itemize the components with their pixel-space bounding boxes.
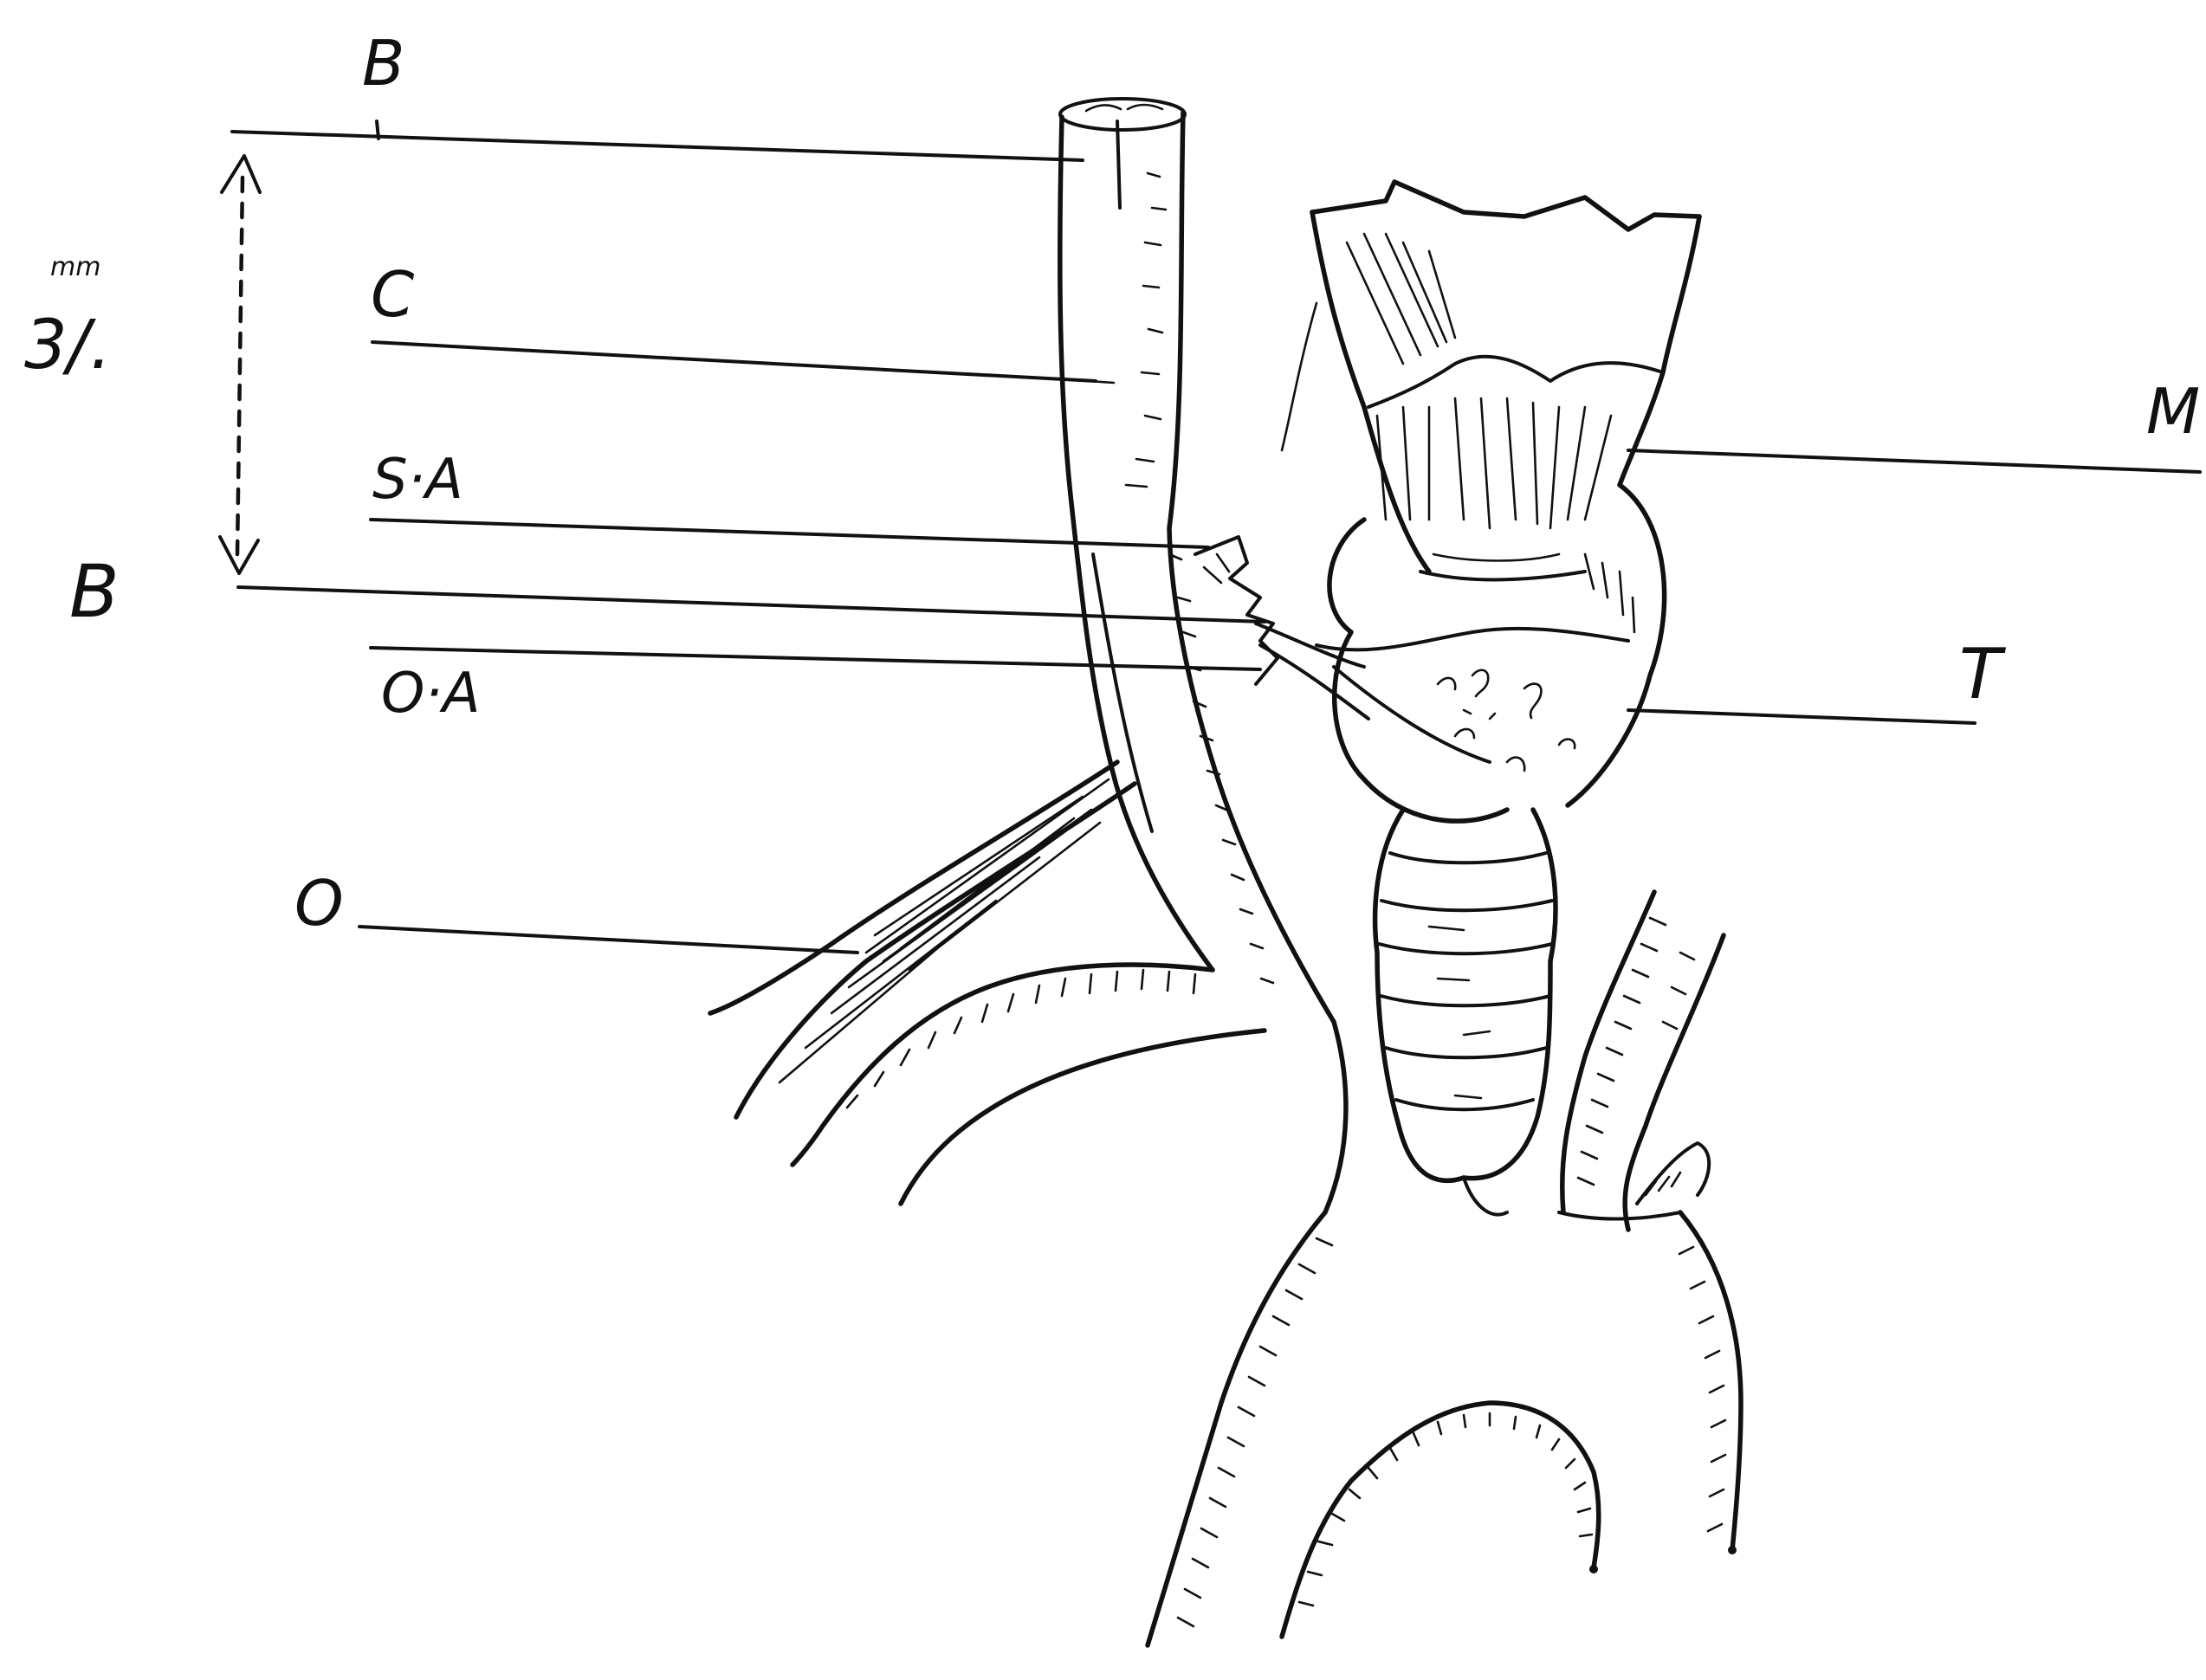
carotid-artery-trunk — [1060, 99, 1334, 1022]
left-curved-vessel — [792, 965, 1265, 1204]
label-b-bottom: B — [69, 549, 120, 634]
leader-line-b-bottom — [238, 587, 1265, 622]
label-b-top: B — [362, 27, 404, 100]
trachea — [1375, 810, 1556, 1180]
aortic-arch — [1148, 1022, 1741, 1645]
label-o: O — [294, 867, 344, 940]
label-t: T — [1959, 634, 2007, 714]
leader-lines — [232, 121, 2200, 953]
larynx-cartilage — [1282, 182, 1699, 579]
label-m: M — [2146, 375, 2200, 448]
label-sa: S·A — [372, 448, 463, 512]
leader-line-m — [1628, 450, 2200, 472]
dimension-dashed-line — [237, 178, 243, 554]
dimension-arrow — [220, 156, 260, 573]
tick-mark-top — [377, 121, 378, 139]
artery-branches — [1195, 537, 1368, 719]
figure-labels: B C S·A B O·A O M T mm 3/. — [24, 27, 2200, 940]
label-c: C — [371, 258, 415, 331]
label-oa: O·A — [381, 662, 481, 726]
leader-line-oa — [371, 648, 1260, 669]
leader-line-sa — [371, 520, 1208, 547]
measurement-unit: mm — [50, 252, 100, 282]
thyroid-gland — [1316, 485, 1665, 821]
leader-line-c — [372, 342, 1096, 381]
leader-line-t — [1628, 710, 1975, 723]
leader-line-o — [359, 927, 857, 953]
right-branch-vessels — [1562, 892, 1724, 1230]
leader-line-b-top — [232, 132, 1083, 160]
muscle-band — [710, 762, 1135, 1117]
measurement-value: 3/. — [24, 307, 112, 384]
